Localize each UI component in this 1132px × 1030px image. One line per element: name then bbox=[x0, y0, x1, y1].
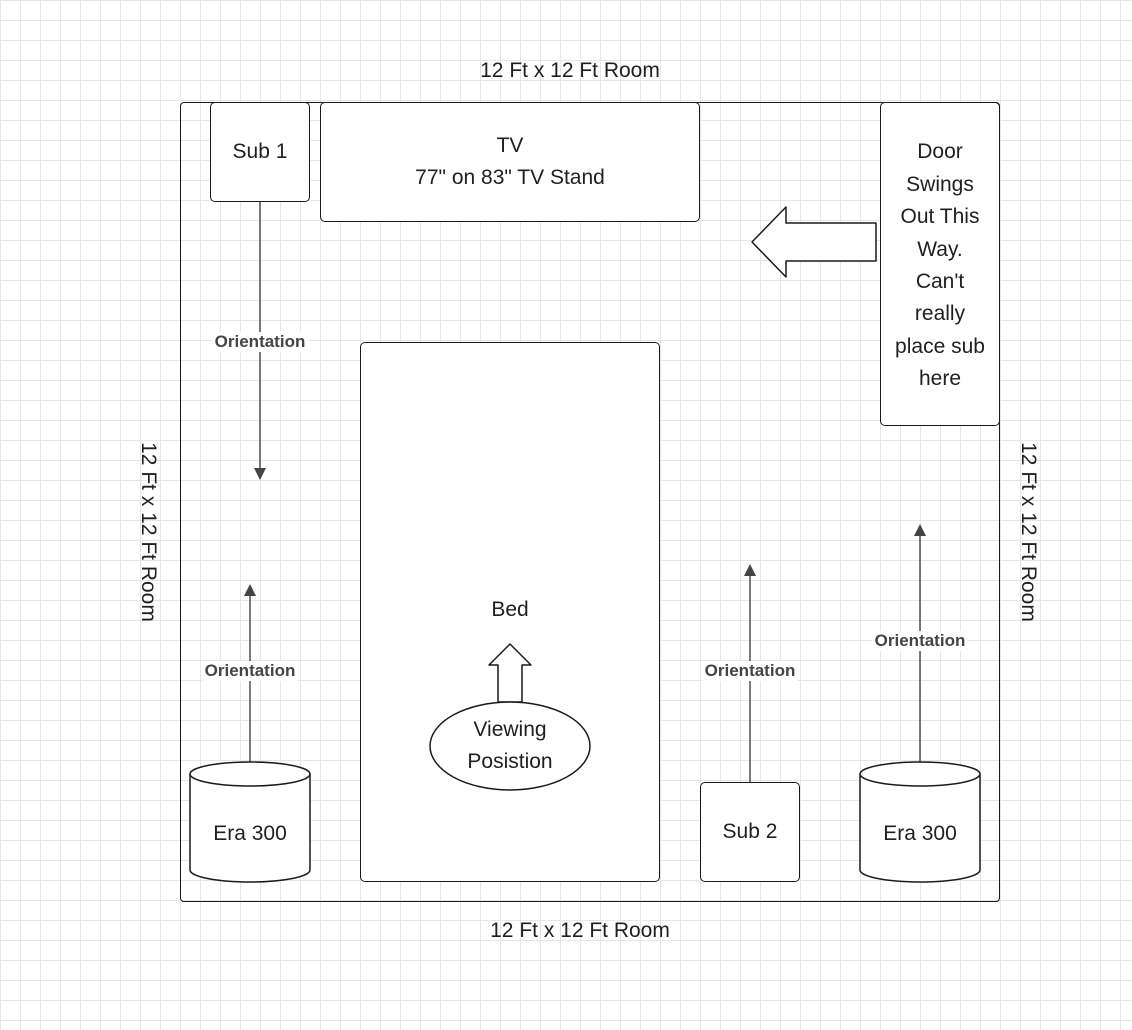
era-left-label: Era 300 bbox=[213, 822, 287, 845]
viewing-position-label: Viewing Posistion bbox=[440, 714, 580, 778]
tv-stand-label: 77" on 83" TV Stand bbox=[415, 166, 605, 189]
era-right-orientation-label: Orientation bbox=[872, 631, 968, 651]
era-right-speaker bbox=[859, 761, 981, 883]
sub2-orientation-label: Orientation bbox=[702, 661, 798, 681]
door-note-box: Door Swings Out This Way. Can't really p… bbox=[880, 102, 1000, 426]
sub1-label: Sub 1 bbox=[232, 140, 288, 164]
viewing-label-line1: Viewing bbox=[473, 718, 547, 741]
room-label-top: 12 Ft x 12 Ft Room bbox=[480, 59, 660, 82]
tv-label: TV bbox=[496, 134, 524, 157]
sub2-label: Sub 2 bbox=[722, 820, 778, 844]
era-right-label: Era 300 bbox=[883, 822, 957, 845]
viewing-position-ellipse bbox=[429, 701, 591, 791]
viewing-label-line2: Posistion bbox=[467, 750, 553, 773]
sub1-box: Sub 1 bbox=[210, 102, 310, 202]
era-left-speaker bbox=[189, 761, 311, 883]
tv-stand-box: TV 77" on 83" TV Stand bbox=[320, 102, 700, 222]
room-label-bottom: 12 Ft x 12 Ft Room bbox=[490, 919, 670, 942]
sub1-orientation-label: Orientation bbox=[212, 332, 308, 352]
bed-label: Bed bbox=[491, 598, 529, 621]
sub2-box: Sub 2 bbox=[700, 782, 800, 882]
door-swing-arrow bbox=[751, 206, 877, 278]
bed-box: Bed bbox=[360, 342, 660, 882]
door-note-text: Door Swings Out This Way. Can't really p… bbox=[895, 140, 985, 391]
viewing-direction-arrow bbox=[488, 643, 532, 703]
era-left-orientation-label: Orientation bbox=[202, 661, 298, 681]
